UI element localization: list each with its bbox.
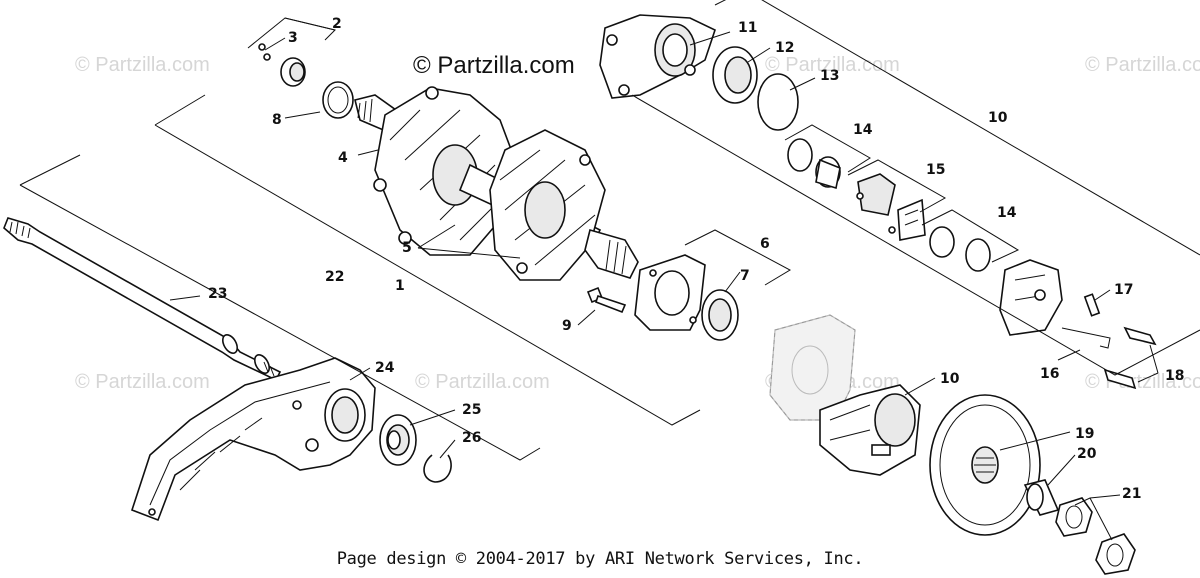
- watermark: © Partzilla.com: [765, 54, 900, 76]
- callout-10-upper: 10: [988, 110, 1008, 126]
- brake-pad-b: [888, 198, 926, 241]
- callout-25: 25: [462, 402, 481, 418]
- callout-1: 1: [395, 278, 405, 294]
- pin-17: [1083, 293, 1101, 317]
- callout-19: 19: [1075, 426, 1094, 442]
- caliper-half-right: [999, 259, 1063, 336]
- caliper-upper: [599, 14, 716, 99]
- callout-8: 8: [272, 112, 282, 128]
- bolt-18-upper: [1123, 326, 1157, 346]
- callout-11: 11: [738, 20, 757, 36]
- bearing-3-group: [258, 43, 306, 87]
- brake-pad-a: [856, 173, 896, 216]
- callout-22: 22: [325, 269, 344, 285]
- callout-15: 15: [926, 162, 945, 178]
- callout-labels: 2 3 4 5 8 1 22 23 24 25 26 6 7 9 11 12 1…: [208, 16, 1184, 502]
- callout-18: 18: [1165, 368, 1184, 384]
- bolt-9: [586, 286, 627, 314]
- watermark: © Partzilla.com: [75, 371, 210, 393]
- callout-16: 16: [1040, 366, 1059, 382]
- callout-23: 23: [208, 286, 227, 302]
- callout-7: 7: [740, 268, 750, 284]
- copyright-label: © Partzilla.com: [413, 52, 575, 79]
- callout-6: 6: [760, 236, 770, 252]
- bolt-18-lower: [1103, 368, 1137, 390]
- callout-17: 17: [1114, 282, 1133, 298]
- callout-4: 4: [338, 150, 348, 166]
- axle-shaft: [3, 217, 282, 382]
- callout-3: 3: [288, 30, 298, 46]
- seal-7: [701, 289, 739, 341]
- leader-lines: [19, 0, 1200, 541]
- piston-lower: [929, 226, 955, 258]
- callout-9: 9: [562, 318, 572, 334]
- callout-10-lower: 10: [940, 371, 960, 387]
- watermarks: © Partzilla.com © Partzilla.com © Partzi…: [75, 54, 1200, 393]
- lock-nut-upper: [1055, 497, 1093, 537]
- callout-2: 2: [332, 16, 342, 32]
- bearing-flange-6: [634, 254, 706, 331]
- footer-credit: Page design © 2004-2017 by ARI Network S…: [336, 549, 864, 569]
- watermark: © Partzilla.com: [415, 371, 550, 393]
- seal-8: [322, 81, 354, 119]
- callout-14-lower: 14: [997, 205, 1017, 221]
- lock-nut-lower: [1095, 533, 1136, 575]
- caliper-lower: [819, 384, 921, 476]
- callout-26: 26: [462, 430, 481, 446]
- callout-21: 21: [1122, 486, 1141, 502]
- suspension-arm: [131, 357, 376, 522]
- watermark: © Partzilla.com: [1085, 54, 1200, 76]
- pad-ring-lower: [965, 238, 991, 272]
- callout-13: 13: [820, 68, 839, 84]
- callout-24: 24: [375, 360, 395, 376]
- bushing-20: [1023, 479, 1060, 516]
- piston-upper: [815, 156, 841, 190]
- brake-disc: [929, 394, 1041, 536]
- clip-16: [1061, 327, 1111, 349]
- callout-14-upper: 14: [853, 122, 873, 138]
- pad-ring-upper: [787, 138, 813, 172]
- callout-5: 5: [402, 240, 412, 256]
- o-ring-13: [757, 73, 799, 131]
- snap-ring-26: [423, 454, 452, 483]
- bearing-12: [712, 46, 758, 104]
- watermark: © Partzilla.com: [75, 54, 210, 76]
- drive-shaft-assembly: [354, 86, 639, 281]
- bearing-25: [379, 414, 417, 466]
- callout-20: 20: [1077, 446, 1097, 462]
- callout-12: 12: [775, 40, 794, 56]
